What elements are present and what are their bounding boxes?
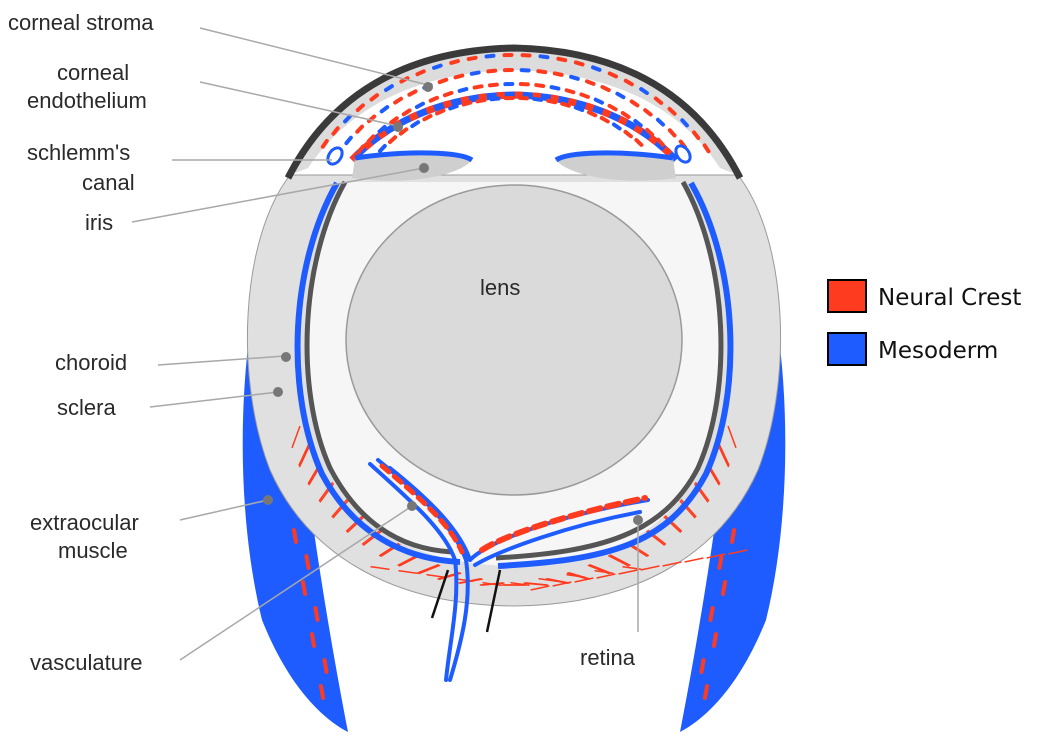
legend-swatch-mesoderm <box>828 333 866 365</box>
corneal-stroma-cell <box>380 146 385 151</box>
lens <box>346 185 682 495</box>
corneal-stroma-cell <box>382 107 388 111</box>
corneal-stroma-cell <box>658 120 663 125</box>
corneal-stroma-cell <box>645 110 650 114</box>
muscle-crest-cell <box>719 556 721 568</box>
corneal-stroma-cell <box>670 130 675 135</box>
schlemms-canal-left <box>325 145 345 167</box>
corneal-stroma-cell <box>602 118 608 122</box>
label-corneal-stroma: corneal stroma <box>8 10 154 35</box>
corneal-stroma-cell <box>464 103 471 105</box>
label-vasculature: vasculature <box>30 650 143 675</box>
corneal-stroma-cell <box>596 100 602 103</box>
label-corneal-endothelium-line1: corneal <box>57 60 129 85</box>
legend-label-neural-crest: Neural Crest <box>878 285 1021 311</box>
corneal-stroma-cell <box>450 106 457 108</box>
corneal-stroma-cell <box>636 140 641 145</box>
corneal-stroma-cell <box>632 101 638 105</box>
corneal-stroma-cell <box>576 108 583 111</box>
corneal-stroma-cell <box>610 73 616 76</box>
muscle-crest-cell <box>324 660 326 672</box>
corneal-stroma-cell <box>424 116 430 119</box>
corneal-stroma-cell <box>558 59 565 60</box>
label-schlemms-canal-line2: canal <box>82 170 135 195</box>
corneal-stroma-cell <box>475 86 482 87</box>
corneal-stroma-cell <box>617 94 623 98</box>
legend: Neural Crest Mesoderm <box>828 280 1021 365</box>
corneal-stroma-cell <box>534 99 541 100</box>
label-lens: lens <box>480 275 520 300</box>
label-choroid: choroid <box>55 350 127 375</box>
corneal-stroma-cell <box>567 90 574 92</box>
corneal-stroma-cell <box>587 81 594 84</box>
corneal-stroma-cell <box>589 112 595 115</box>
schlemms-canal-right <box>673 143 693 165</box>
muscle-crest-cell <box>315 608 317 620</box>
corneal-stroma-cell <box>437 111 443 114</box>
muscle-crest-cell <box>710 608 712 620</box>
corneal-stroma-cell <box>623 113 629 117</box>
corneal-stroma-cell <box>417 71 423 74</box>
corneal-stroma-cell <box>404 110 410 114</box>
label-schlemms-canal-line1: schlemm's <box>27 140 130 165</box>
corneal-stroma-cell <box>469 58 476 59</box>
corneal-stroma-cell <box>412 122 418 126</box>
corneal-stroma-cell <box>571 77 578 79</box>
corneal-stroma-cell <box>536 85 543 86</box>
label-extraocular-muscle-line1: extraocular <box>30 510 139 535</box>
corneal-stroma-cell <box>625 132 630 136</box>
corneal-stroma-cell <box>492 99 499 100</box>
corneal-stroma-cell <box>472 73 479 74</box>
label-extraocular-muscle-line2: muscle <box>58 538 128 563</box>
corneal-stroma-cell <box>490 85 497 86</box>
muscle-crest-cell <box>714 634 716 646</box>
muscle-crest-cell <box>732 530 734 542</box>
corneal-stroma-cell <box>460 89 467 91</box>
corneal-stroma-cell <box>395 99 401 103</box>
corneal-stroma-cell <box>409 91 415 94</box>
corneal-stroma-cell <box>581 94 588 97</box>
muscle-crest-cell <box>312 634 314 646</box>
label-retina: retina <box>580 645 636 670</box>
corneal-stroma-cell <box>552 87 559 88</box>
corneal-stroma-cell <box>456 76 463 78</box>
legend-swatch-neural-crest <box>828 280 866 312</box>
corneal-stroma-cell <box>593 67 600 70</box>
corneal-stroma-cell <box>434 66 441 68</box>
muscle-crest-cell <box>306 556 308 568</box>
corneal-stroma-cell <box>488 71 495 72</box>
muscle-crest-cell <box>723 582 725 594</box>
corneal-stroma-cell <box>548 101 555 102</box>
muscle-crest-cell <box>321 686 323 698</box>
corneal-stroma-cell <box>487 56 494 57</box>
corneal-stroma-cell <box>562 104 569 106</box>
corneal-stroma-cell <box>555 73 562 74</box>
muscle-crest-cell <box>705 686 707 698</box>
label-sclera: sclera <box>57 395 116 420</box>
corneal-stroma-cell <box>417 104 423 107</box>
muscle-crest-cell <box>294 530 296 542</box>
corneal-stroma-cell <box>445 93 452 95</box>
legend-label-mesoderm: Mesoderm <box>878 338 998 364</box>
label-iris: iris <box>85 210 113 235</box>
corneal-stroma-cell <box>346 138 350 143</box>
corneal-stroma-cell <box>538 71 545 72</box>
corneal-stroma-cell <box>451 61 458 63</box>
corneal-stroma-cell <box>576 62 583 64</box>
label-corneal-endothelium-line2: endothelium <box>27 88 147 113</box>
corneal-stroma-cell <box>610 106 616 110</box>
muscle-crest-cell <box>303 582 305 594</box>
corneal-stroma-cell <box>431 98 437 101</box>
corneal-stroma-cell <box>357 127 362 132</box>
corneal-stroma-cell <box>540 56 547 57</box>
corneal-stroma-cell <box>390 137 395 142</box>
corneal-stroma-cell <box>602 87 608 90</box>
corneal-stroma-cell <box>477 100 484 101</box>
corneal-stroma-cell <box>440 80 447 82</box>
sclera-cell <box>685 558 703 562</box>
corneal-stroma-cell <box>614 125 620 129</box>
muscle-crest-cell <box>701 660 703 672</box>
